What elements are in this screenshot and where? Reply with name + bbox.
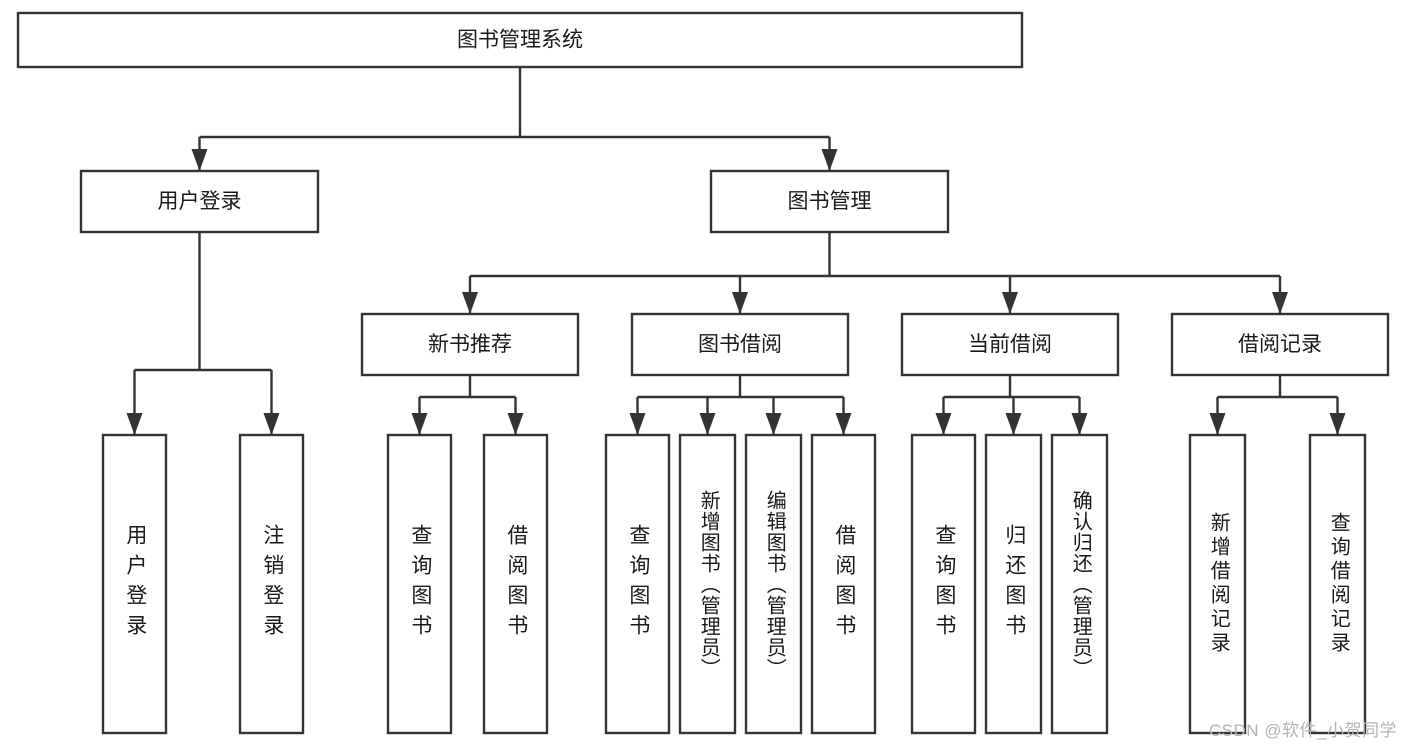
- node-box-leaf-cur-query-book[interactable]: [910, 433, 977, 735]
- arrow-head-book-manage: [821, 149, 838, 171]
- node-new-book-rec-label: 新书推荐: [428, 333, 512, 356]
- node-box-book-manage[interactable]: [709, 169, 950, 234]
- arrow-head-user-login: [191, 149, 208, 171]
- watermark-text: CSDN @软件_小贺同学: [1208, 721, 1397, 740]
- node-box-leaf-user-logout[interactable]: [238, 433, 305, 735]
- arrow-head-leaf-cur-return-book: [1005, 413, 1022, 435]
- arrow-head-leaf-rec-query-book: [411, 413, 428, 435]
- arrow-head-leaf-user-login: [126, 413, 143, 435]
- node-box-book-borrow[interactable]: [630, 312, 850, 377]
- node-box-leaf-rec-add-record[interactable]: [1188, 433, 1247, 735]
- arrow-head-leaf-cur-query-book: [935, 413, 952, 435]
- node-current-borrow-label: 当前借阅: [968, 333, 1052, 356]
- arrow-head-leaf-cur-confirm-return: [1071, 413, 1088, 435]
- node-book-manage-label: 图书管理: [788, 190, 872, 213]
- node-user-login-label: 用户登录: [158, 190, 242, 213]
- arrow-head-leaf-rec-borrow-book: [507, 413, 524, 435]
- node-box-leaf-borrow-query-book[interactable]: [604, 433, 671, 735]
- arrow-head-current-borrow: [1002, 292, 1018, 314]
- node-box-leaf-rec-borrow-book[interactable]: [482, 433, 549, 735]
- node-box-user-login[interactable]: [79, 169, 320, 234]
- arrow-head-book-borrow: [732, 292, 748, 314]
- node-box-leaf-cur-return-book[interactable]: [984, 433, 1043, 735]
- node-box-borrow-record[interactable]: [1170, 312, 1390, 377]
- node-box-leaf-borrow-edit-book[interactable]: [744, 433, 803, 735]
- node-box-leaf-rec-query-book[interactable]: [386, 433, 453, 735]
- arrow-head-leaf-user-logout: [263, 413, 280, 435]
- node-box-leaf-cur-confirm-return[interactable]: [1050, 433, 1109, 735]
- node-box-leaf-borrow-borrow-book[interactable]: [810, 433, 877, 735]
- node-box-leaf-rec-query-record[interactable]: [1308, 433, 1367, 735]
- arrow-head-leaf-rec-query-record: [1329, 413, 1346, 435]
- node-box-current-borrow[interactable]: [900, 312, 1120, 377]
- arrow-head-leaf-borrow-borrow-book: [835, 413, 852, 435]
- box-layer: [16, 11, 1390, 735]
- node-box-leaf-user-login[interactable]: [101, 433, 168, 735]
- arrow-head-new-book-rec: [462, 292, 478, 314]
- arrow-head-leaf-borrow-edit-book: [765, 413, 782, 435]
- connector-layer: [126, 67, 1346, 435]
- node-box-leaf-borrow-add-book[interactable]: [678, 433, 737, 735]
- arrow-head-leaf-rec-add-record: [1209, 413, 1226, 435]
- arrow-head-leaf-borrow-query-book: [629, 413, 646, 435]
- node-root-label: 图书管理系统: [457, 29, 583, 52]
- node-box-root[interactable]: [16, 11, 1024, 69]
- arrow-head-borrow-record: [1272, 292, 1288, 314]
- node-borrow-record-label: 借阅记录: [1238, 333, 1322, 356]
- arrow-head-leaf-borrow-add-book: [699, 413, 716, 435]
- node-book-borrow-label: 图书借阅: [698, 333, 782, 356]
- node-box-new-book-rec[interactable]: [360, 312, 580, 377]
